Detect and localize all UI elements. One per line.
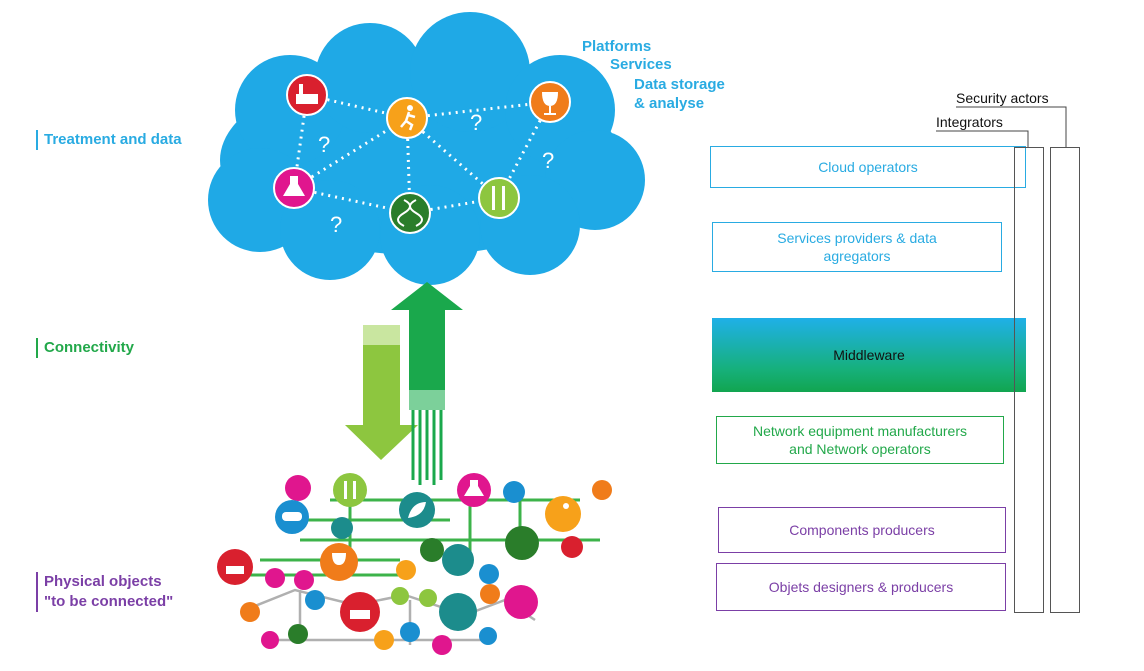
runner-icon (386, 97, 428, 139)
runner-icon (545, 496, 581, 532)
question-mark: ? (330, 212, 342, 237)
flask-icon (261, 631, 279, 649)
actor-label: Components producers (789, 522, 935, 538)
flask-icon (273, 167, 315, 209)
pill-icon (400, 622, 420, 642)
actor-label: Cloud operators (818, 159, 918, 175)
pill-icon (503, 481, 525, 503)
wine-glass-icon (240, 602, 260, 622)
question-mark: ? (470, 110, 482, 135)
actor-cloud-operators: Cloud operators (710, 146, 1026, 188)
flask-icon (457, 473, 491, 507)
cutlery-icon (419, 589, 437, 607)
runner-icon (374, 630, 394, 650)
flask-icon (285, 475, 311, 501)
layer-label-treatment: Treatment and data (36, 130, 182, 150)
actor-label: Network equipment manufacturers and Netw… (753, 423, 967, 457)
pill-icon (305, 590, 325, 610)
dna-icon (505, 526, 539, 560)
cloud-caption-analyse: & analyse (634, 95, 705, 112)
cloud-caption-services: Services (610, 56, 672, 73)
cutlery-icon (391, 587, 409, 605)
leaf-icon (331, 517, 353, 539)
cloud-caption-platforms: Platforms (582, 38, 652, 55)
actor-network-operators: Network equipment manufacturers and Netw… (716, 416, 1004, 464)
flask-icon (265, 568, 285, 588)
factory-icon (340, 592, 380, 632)
pill-icon (479, 627, 497, 645)
flask-icon (294, 570, 314, 590)
actor-label: Objets designers & producers (768, 579, 954, 595)
actor-services-providers: Services providers & data agregators (712, 222, 1002, 272)
actor-label: Services providers & data agregators (777, 230, 937, 264)
pill-icon (479, 564, 499, 584)
leaf-icon (442, 544, 474, 576)
security-pillar (1050, 147, 1080, 613)
security-actors-label: Security actors (956, 90, 1049, 106)
runner-icon (396, 560, 416, 580)
question-mark: ? (318, 132, 330, 157)
flask-icon (504, 585, 538, 619)
cutlery-icon (333, 473, 367, 507)
wine-glass-icon (320, 543, 358, 581)
actor-components-producers: Components producers (718, 507, 1006, 553)
integrators-label: Integrators (936, 114, 1003, 130)
actor-objets-designers: Objets designers & producers (716, 563, 1006, 611)
actor-middleware: Middleware (712, 318, 1026, 392)
question-mark: ? (542, 148, 554, 173)
pill-icon (275, 500, 309, 534)
upward-arrow (391, 282, 463, 485)
wine-glass-icon (592, 480, 612, 500)
wine-glass-icon (529, 81, 571, 123)
iot-illustration: ? ? ? ? (208, 12, 645, 655)
layer-label-connectivity: Connectivity (36, 338, 134, 358)
downward-arrow (345, 325, 418, 460)
dna-icon (420, 538, 444, 562)
wine-glass-icon (480, 584, 500, 604)
layer-label-physical-objects: Physical objects "to be connected" (36, 572, 173, 612)
factory-icon (286, 74, 328, 116)
dna-icon (288, 624, 308, 644)
leaf-icon (399, 492, 435, 528)
dna-icon (389, 192, 431, 234)
integrators-pillar (1014, 147, 1044, 613)
pillar-connectors (936, 106, 1067, 147)
cloud-shape (208, 12, 645, 285)
cutlery-icon (478, 177, 520, 219)
factory-icon (217, 549, 253, 585)
actor-label: Middleware (833, 347, 905, 363)
flask-icon (432, 635, 452, 655)
leaf-icon (439, 593, 477, 631)
factory-icon (561, 536, 583, 558)
cloud-caption-data-storage: Data storage (634, 76, 725, 93)
